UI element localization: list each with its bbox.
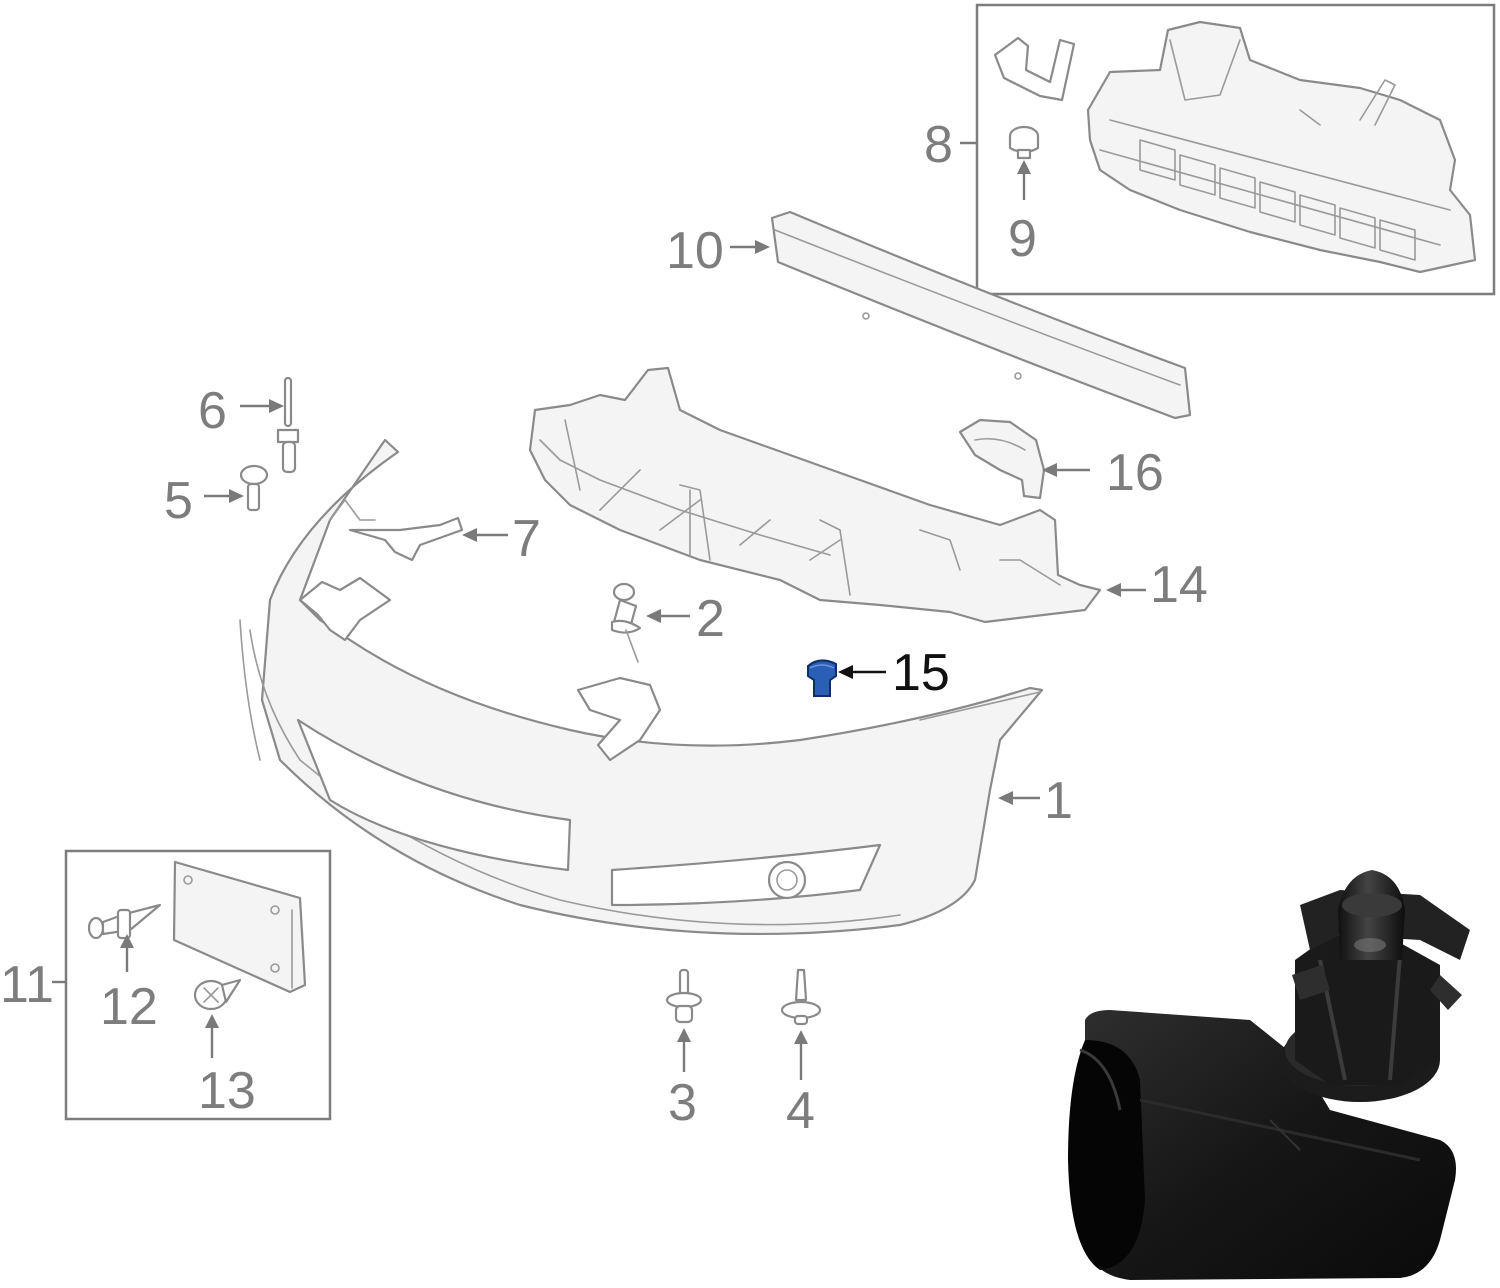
callout-13: 13 — [198, 1062, 256, 1120]
callout-1: 1 — [1044, 772, 1073, 830]
absorber-kit-group — [960, 3, 1496, 296]
lower-deflector-14 — [528, 366, 1102, 624]
callout-8: 8 — [924, 116, 953, 174]
rivet-12 — [87, 903, 162, 940]
license-bracket-group — [52, 849, 332, 1121]
callout-10: 10 — [666, 222, 724, 280]
callout-4: 4 — [786, 1082, 815, 1140]
screw-13 — [193, 978, 242, 1011]
callout-12: 12 — [100, 978, 158, 1036]
push-pin-9 — [1008, 125, 1040, 160]
energy-absorber-8 — [1086, 20, 1477, 274]
fastener-3 — [665, 968, 703, 1024]
license-bracket — [172, 860, 307, 994]
retainer-clip-photo — [1068, 870, 1470, 1280]
callout-15: 15 — [892, 644, 950, 702]
callout-11: 11 — [0, 956, 54, 1014]
retainer-clip-15 — [807, 659, 837, 697]
pin-5 — [239, 464, 269, 512]
callout-2: 2 — [696, 590, 725, 648]
callout-7: 7 — [512, 510, 541, 568]
rivet-6 — [276, 376, 300, 474]
callout-5: 5 — [164, 472, 193, 530]
fastener-4 — [780, 968, 822, 1026]
push-pin-2 — [610, 582, 642, 663]
license-bracket-frame — [64, 849, 332, 1121]
callout-9: 9 — [1008, 210, 1037, 268]
reinforcement-bar-10 — [770, 210, 1192, 420]
callout-16: 16 — [1106, 444, 1164, 502]
callout-3: 3 — [668, 1074, 697, 1132]
callout-6: 6 — [198, 382, 227, 440]
absorber-kit-frame — [975, 3, 1496, 296]
callout-14: 14 — [1150, 556, 1208, 614]
absorber-bracket — [993, 36, 1076, 102]
side-bracket-16 — [958, 418, 1046, 500]
bumper-cover-1 — [239, 438, 1044, 936]
